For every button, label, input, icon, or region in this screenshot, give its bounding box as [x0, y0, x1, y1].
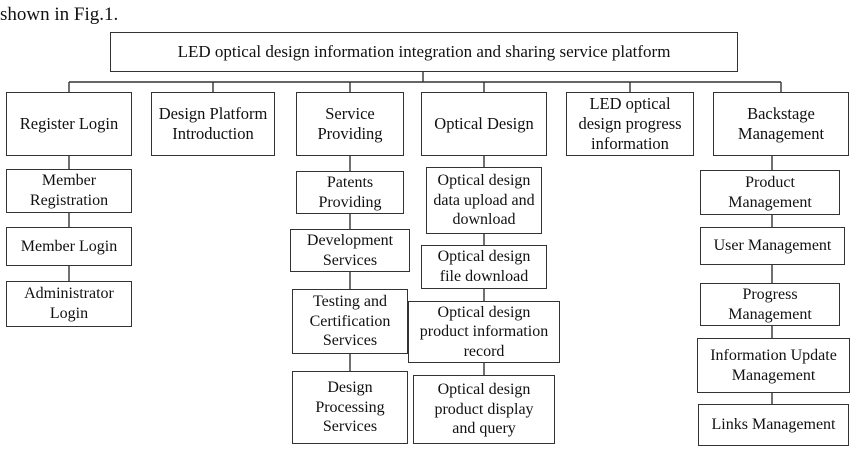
node-development-services: Development Services	[290, 229, 410, 272]
node-optical-design-product-information-record: Optical design product information recor…	[408, 301, 560, 363]
node-optical-design-data-upload-download: Optical design data upload and download	[426, 167, 542, 234]
module-backstage-management: Backstage Management	[713, 92, 849, 156]
node-member-registration: Member Registration	[6, 169, 132, 213]
node-patents-providing: Patents Providing	[296, 171, 404, 214]
node-member-login: Member Login	[6, 227, 132, 266]
module-register-login: Register Login	[6, 92, 132, 156]
module-design-platform-introduction: Design Platform Introduction	[151, 92, 275, 156]
module-optical-design: Optical Design	[421, 92, 547, 156]
module-service-providing: Service Providing	[296, 92, 404, 156]
root-node: LED optical design information integrati…	[110, 32, 738, 72]
node-progress-management: Progress Management	[700, 283, 840, 326]
node-optical-design-file-download: Optical design file download	[421, 245, 547, 289]
node-information-update-management: Information Update Management	[697, 338, 850, 393]
figure-caption-fragment: shown in Fig.1.	[0, 4, 119, 25]
node-testing-certification-services: Testing and Certification Services	[292, 289, 408, 354]
node-optical-design-product-display-query: Optical design product display and query	[413, 375, 555, 444]
node-links-management: Links Management	[698, 404, 849, 446]
module-led-optical-design-progress: LED optical design progress information	[566, 92, 694, 156]
node-administrator-login: Administrator Login	[6, 281, 132, 327]
node-user-management: User Management	[700, 227, 845, 265]
node-design-processing-services: Design Processing Services	[292, 371, 408, 444]
node-product-management: Product Management	[700, 170, 840, 215]
